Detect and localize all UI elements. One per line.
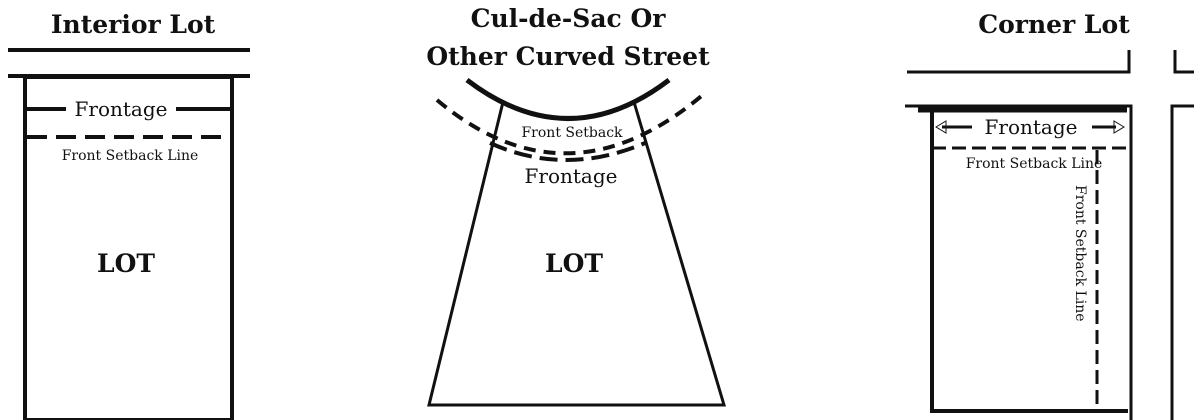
street-line <box>1173 50 1194 74</box>
curved-street <box>465 78 671 121</box>
street-line <box>1170 104 1194 420</box>
label-background <box>72 97 170 121</box>
cul-de-sac-diagram: Cul-de-Sac Or Other Curved Street Front … <box>426 4 727 407</box>
setback-label: Front Setback <box>521 125 623 141</box>
street-line <box>905 104 1133 420</box>
label-background <box>982 115 1080 139</box>
cul-de-sac-title-line2: Other Curved Street <box>426 42 710 71</box>
interior-lot-title: Interior Lot <box>51 10 216 39</box>
street-line <box>907 50 1131 74</box>
side-setback-label: Front Setback Line <box>1072 185 1088 322</box>
setback-label: Front Setback Line <box>966 156 1103 172</box>
lot-label: LOT <box>97 249 155 278</box>
label-background <box>522 164 620 188</box>
arrow-right-icon <box>1113 120 1125 134</box>
frontage-label: Frontage <box>985 115 1078 139</box>
corner-lot-title: Corner Lot <box>978 10 1130 39</box>
corner-lot-diagram: Corner Lot Frontage Front Setback Line F… <box>905 10 1194 420</box>
interior-lot-diagram: Interior Lot Frontage Front Setback Line… <box>8 10 250 420</box>
lot-boundary <box>427 101 727 407</box>
lot-boundary <box>23 75 234 420</box>
setback-line <box>489 141 646 162</box>
frontage-label: Frontage <box>525 164 618 188</box>
lot-boundary <box>930 108 1128 413</box>
frontage-label: Frontage <box>75 97 168 121</box>
lot-label: LOT <box>545 249 603 278</box>
curved-street-dashed <box>435 91 707 156</box>
setback-label: Front Setback Line <box>62 148 199 164</box>
cul-de-sac-title-line1: Cul-de-Sac Or <box>471 4 667 33</box>
